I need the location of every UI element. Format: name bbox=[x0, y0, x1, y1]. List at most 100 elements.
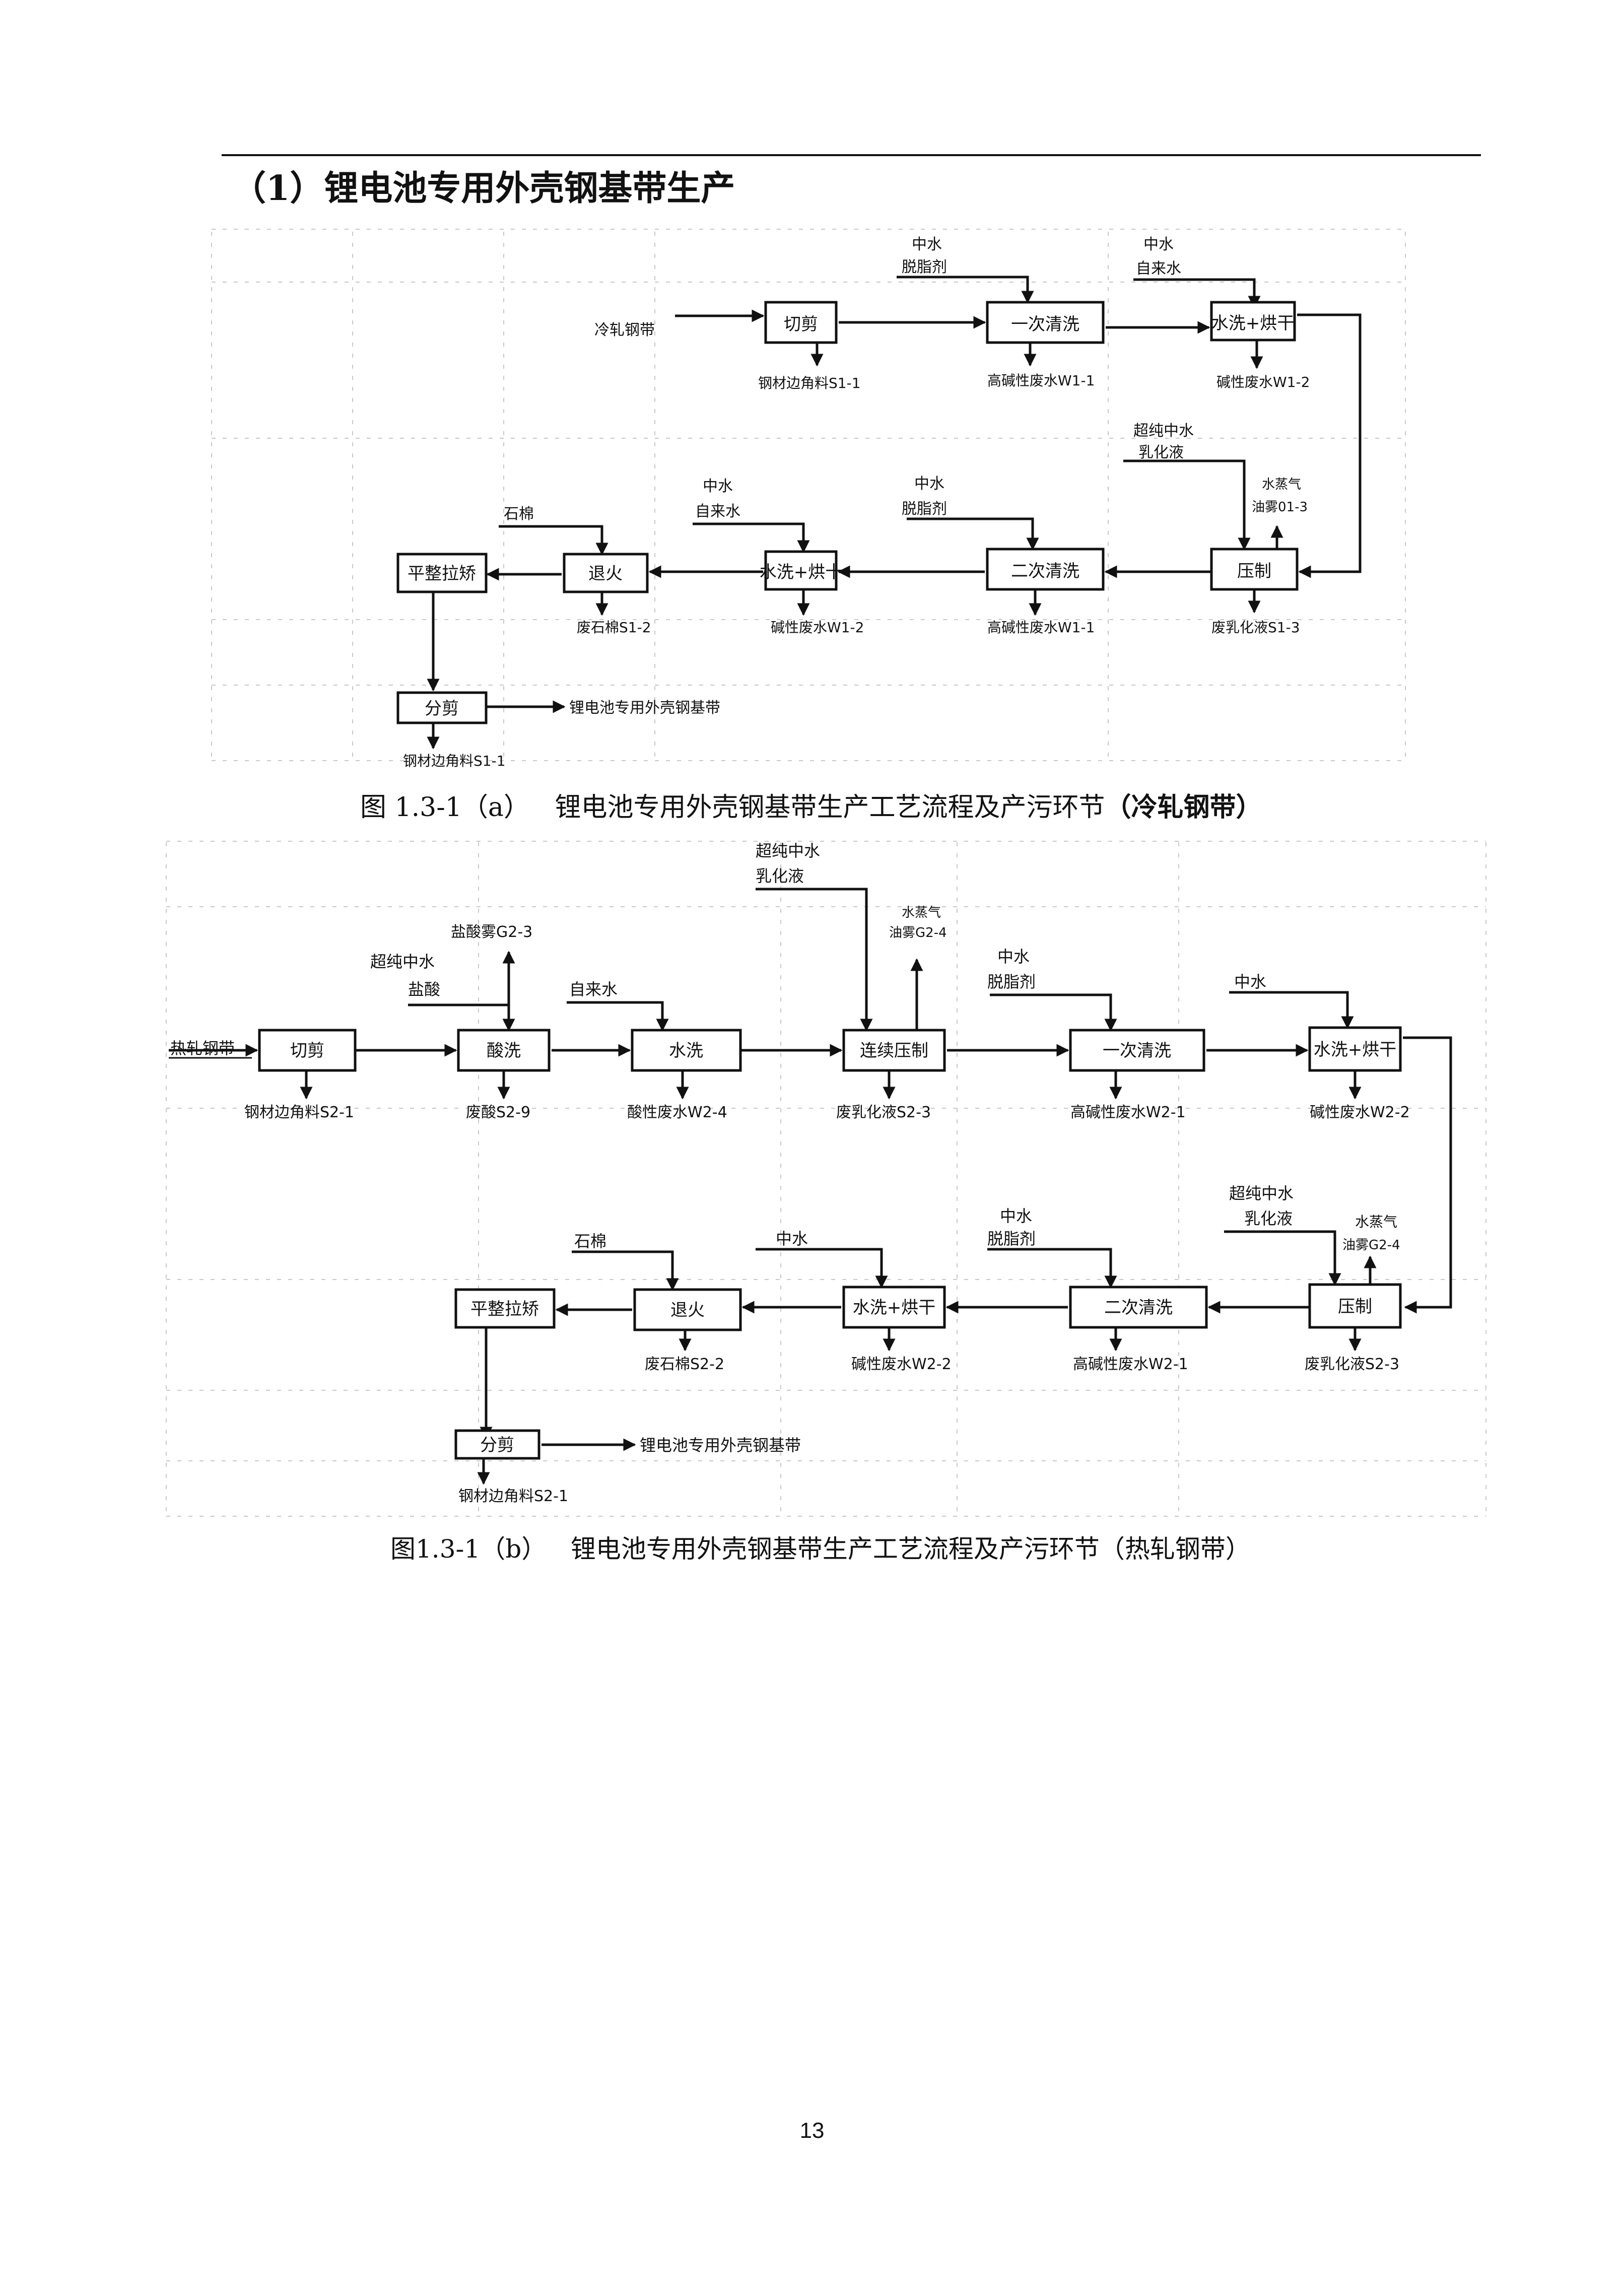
process-box-b-cut bbox=[258, 1029, 357, 1072]
step-wash1: 一次清洗 bbox=[1011, 314, 1079, 334]
figure-a-caption: 图 1.3-1（a） 锂电池专用外壳钢基带生产工艺流程及产污环节（冷轧钢带） bbox=[360, 786, 1262, 824]
b-step-cpress: 连续压制 bbox=[860, 1041, 928, 1061]
step-level: 平整拉矫 bbox=[408, 564, 476, 584]
b-press-emission-2: 油雾G2-4 bbox=[1342, 1238, 1400, 1253]
b-step-rinse-dry2: 水洗+烘干 bbox=[853, 1298, 936, 1318]
process-box-b-anneal bbox=[633, 1288, 742, 1331]
b-rinse-output: 酸性废水W2-4 bbox=[627, 1104, 727, 1121]
b-wash1-input-1: 中水 bbox=[997, 947, 1030, 966]
b-step-rinse-dry1: 水洗+烘干 bbox=[1314, 1040, 1397, 1060]
wash2-input-2: 脱脂剂 bbox=[902, 500, 947, 518]
step-press: 压制 bbox=[1237, 561, 1271, 581]
cpress-input-1: 超纯中水 bbox=[756, 841, 820, 860]
rinse1-input-2: 自来水 bbox=[1136, 260, 1181, 278]
b-wash2-input-2: 脱脂剂 bbox=[987, 1229, 1036, 1248]
process-box-b-wash2 bbox=[1069, 1286, 1208, 1329]
b-rinse1-input: 中水 bbox=[1234, 972, 1266, 991]
process-box-b-rinse-dry1 bbox=[1308, 1026, 1402, 1072]
pickle-input-1: 超纯中水 bbox=[370, 952, 435, 971]
b-cut-output: 钢材边角料S2-1 bbox=[244, 1104, 354, 1121]
flow-edges-a bbox=[427, 276, 1362, 750]
rinse1-output: 碱性废水W1-2 bbox=[1216, 374, 1310, 390]
process-box-b-pickle bbox=[457, 1029, 551, 1072]
split-output: 钢材边角料S1-1 bbox=[403, 753, 506, 769]
process-box-b-rinse bbox=[631, 1029, 742, 1072]
process-box-level bbox=[396, 553, 488, 593]
press-emission-2: 油雾01-3 bbox=[1252, 500, 1308, 515]
press-output: 废乳化液S1-3 bbox=[1211, 619, 1300, 636]
b-cpress-output: 废乳化液S2-3 bbox=[836, 1104, 931, 1121]
b-step-wash1: 一次清洗 bbox=[1103, 1041, 1171, 1061]
cpress-emission-1: 水蒸气 bbox=[902, 905, 941, 920]
b-step-wash2: 二次清洗 bbox=[1104, 1298, 1173, 1318]
input-material-a: 冷轧钢带 bbox=[594, 321, 655, 339]
figure-b-caption-text: 锂电池专用外壳钢基带生产工艺流程及产污环节（热轧钢带） bbox=[570, 1534, 1251, 1564]
process-box-split bbox=[396, 691, 488, 724]
b-pickle-output: 废酸S2-9 bbox=[466, 1104, 530, 1121]
b-rinse1-output: 碱性废水W2-2 bbox=[1310, 1104, 1410, 1121]
anneal-output: 废石棉S1-2 bbox=[577, 619, 651, 636]
header-rule bbox=[222, 154, 1481, 156]
rinse2-input-2: 自来水 bbox=[695, 503, 740, 520]
b-step-split: 分剪 bbox=[480, 1435, 514, 1455]
step-wash2: 二次清洗 bbox=[1011, 561, 1079, 581]
b-wash2-output: 高碱性废水W2-1 bbox=[1073, 1356, 1188, 1373]
b-anneal-output: 废石棉S2-2 bbox=[645, 1356, 724, 1373]
input-material-b: 热轧钢带 bbox=[170, 1039, 235, 1058]
anneal-input: 石棉 bbox=[504, 505, 534, 523]
press-input-1: 超纯中水 bbox=[1133, 422, 1194, 440]
figure-a-caption-text: 锂电池专用外壳钢基带生产工艺流程及产污环节 bbox=[555, 792, 1105, 823]
b-split-output: 钢材边角料S2-1 bbox=[458, 1488, 568, 1505]
rinse2-input-1: 中水 bbox=[703, 478, 733, 495]
wash2-input-1: 中水 bbox=[914, 475, 944, 493]
process-box-wash1 bbox=[986, 301, 1105, 344]
step-anneal: 退火 bbox=[588, 564, 623, 584]
wash1-input-1: 中水 bbox=[912, 236, 942, 253]
wash1-output: 高碱性废水W1-1 bbox=[987, 372, 1095, 389]
figure-a-caption-suffix: （冷轧钢带） bbox=[1105, 792, 1262, 823]
product-a: 锂电池专用外壳钢基带 bbox=[569, 699, 720, 717]
b-anneal-input: 石棉 bbox=[574, 1232, 606, 1251]
cut-output: 钢材边角料S1-1 bbox=[758, 375, 861, 391]
press-emission-1: 水蒸气 bbox=[1262, 477, 1301, 492]
b-step-rinse: 水洗 bbox=[669, 1041, 703, 1061]
figure-a-caption-number: 图 1.3-1（a） bbox=[360, 792, 530, 823]
process-box-rinse-dry2 bbox=[764, 550, 838, 591]
step-rinse-dry2: 水洗+烘十 bbox=[760, 562, 843, 582]
b-press-input-1: 超纯中水 bbox=[1229, 1184, 1294, 1203]
b-rinse2-input: 中水 bbox=[776, 1229, 808, 1248]
flowchart-b: 切剪 酸洗 水洗 连续压制 一次清洗 水洗+烘干 压制 二次清洗 水洗+烘干 退… bbox=[166, 841, 1486, 1517]
process-box-anneal bbox=[563, 553, 649, 593]
b-wash1-output: 高碱性废水W2-1 bbox=[1070, 1104, 1186, 1121]
rinse2-output: 碱性废水W1-2 bbox=[771, 619, 864, 636]
b-step-cut: 切剪 bbox=[290, 1041, 324, 1061]
page-number: 13 bbox=[799, 2118, 825, 2143]
process-box-wash2 bbox=[986, 548, 1105, 591]
process-box-b-level bbox=[454, 1288, 556, 1329]
process-box-b-cpress bbox=[842, 1029, 946, 1072]
b-step-press: 压制 bbox=[1338, 1297, 1372, 1317]
b-press-emission-1: 水蒸气 bbox=[1355, 1214, 1397, 1230]
b-step-level: 平整拉矫 bbox=[470, 1299, 539, 1319]
process-box-cut bbox=[764, 301, 838, 344]
press-input-2: 乳化液 bbox=[1138, 444, 1184, 461]
rinse1-input-1: 中水 bbox=[1143, 236, 1174, 253]
b-press-input-2: 乳化液 bbox=[1244, 1209, 1293, 1228]
b-step-anneal: 退火 bbox=[670, 1300, 705, 1320]
figure-b-caption: 图1.3-1（b） 锂电池专用外壳钢基带生产工艺流程及产污环节（热轧钢带） bbox=[390, 1529, 1251, 1565]
b-step-pickle: 酸洗 bbox=[487, 1041, 521, 1061]
process-box-b-wash1 bbox=[1069, 1029, 1205, 1072]
pickle-emission: 盐酸雾G2-3 bbox=[451, 923, 532, 941]
wash1-input-2: 脱脂剂 bbox=[902, 258, 947, 276]
cpress-input-2: 乳化液 bbox=[756, 866, 804, 886]
figure-b-caption-number: 图1.3-1（b） bbox=[390, 1534, 547, 1564]
step-cut: 切剪 bbox=[784, 314, 818, 334]
wash2-output: 高碱性废水W1-1 bbox=[987, 619, 1095, 636]
product-b: 锂电池专用外壳钢基带 bbox=[640, 1436, 801, 1455]
b-wash2-input-1: 中水 bbox=[1000, 1206, 1032, 1226]
flow-edges-b bbox=[169, 888, 1452, 1485]
background-grid-b bbox=[166, 841, 1486, 1517]
b-wash1-input-2: 脱脂剂 bbox=[987, 972, 1036, 991]
step-rinse-dry1: 水洗+烘干 bbox=[1211, 313, 1295, 333]
pickle-input-2: 盐酸 bbox=[408, 980, 440, 999]
